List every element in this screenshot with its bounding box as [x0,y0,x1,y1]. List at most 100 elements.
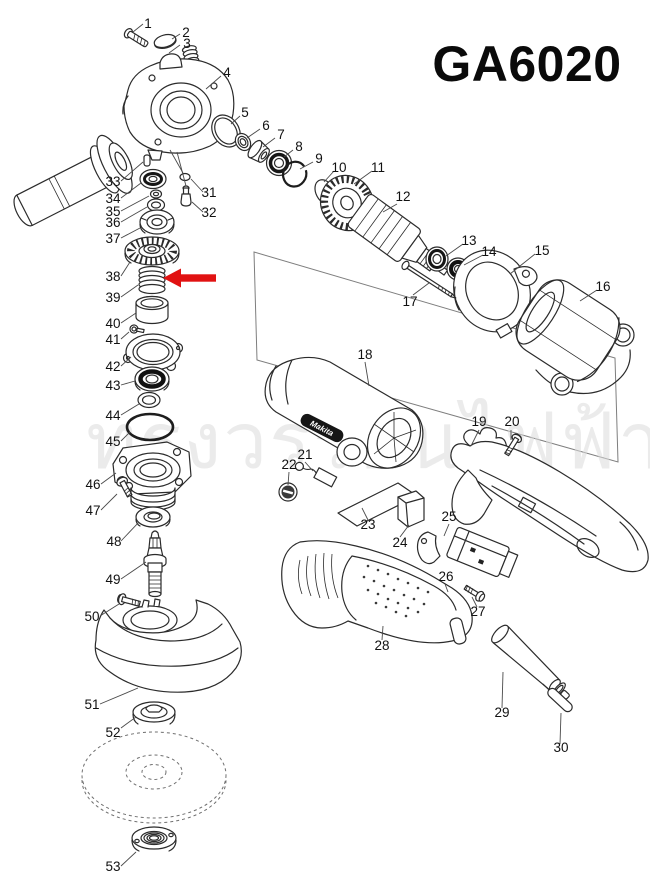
part-48-felt-ring [135,506,171,528]
part-33-pin [143,154,151,167]
part-21-carbon-brush [294,461,338,488]
part-16-field-stator [515,279,635,396]
callout-31: 31 [201,185,216,200]
part-30-power-cord [542,683,573,713]
callout-27: 27 [470,604,485,619]
callout-44: 44 [105,408,121,423]
callout-52: 52 [105,725,120,740]
part-15-baffle-plate [453,249,538,339]
part-46-bearing-box [112,441,192,511]
callout-18: 18 [357,347,372,362]
side-handle-grip [13,134,133,227]
part-52-inner-flange [132,701,176,725]
callout-13: 13 [461,233,476,248]
part-35-washer [149,189,163,199]
callout-29: 29 [494,705,509,720]
callout-2: 2 [182,25,190,40]
callout-22: 22 [281,457,296,472]
leader-lines [99,23,598,867]
callout-38: 38 [105,269,120,284]
model-title: GA6020 [432,36,621,92]
callout-23: 23 [360,517,375,532]
callout-11: 11 [371,160,385,175]
part-47-screw [116,475,133,498]
part-36-ring [146,198,166,212]
part-4-gear-housing [122,53,235,161]
callout-43: 43 [105,378,120,393]
part-28-handle-cover-lower [281,540,473,645]
callout-32: 32 [201,205,216,220]
part-44-flat-washer [137,391,161,409]
callout-25: 25 [441,509,456,524]
callout-3: 3 [183,36,191,51]
callout-46: 46 [85,477,100,492]
part-25-switch [416,526,519,578]
callout-41: 41 [105,332,120,347]
callout-51: 51 [84,697,99,712]
part-17-screw-long [401,260,457,299]
callout-19: 19 [471,414,486,429]
part-13-ball-bearing [425,246,449,272]
callout-45: 45 [105,434,120,449]
part-38-spiral-bevel-gear [124,236,180,266]
callout-26: 26 [438,569,453,584]
callout-53: 53 [105,859,120,874]
callout-15: 15 [534,243,549,258]
callout-14: 14 [481,244,497,259]
callout-1: 1 [144,16,152,31]
callout-12: 12 [395,189,410,204]
part-34-bearing [139,168,167,190]
part-27-screw [463,584,486,602]
callout-17: 17 [402,294,417,309]
callout-28: 28 [374,638,389,653]
callout-4: 4 [223,65,231,80]
callout-48: 48 [106,534,121,549]
callout-49: 49 [105,572,120,587]
callout-47: 47 [85,503,100,518]
callout-10: 10 [331,160,346,175]
callout-21: 21 [297,447,312,462]
callout-6: 6 [262,118,270,133]
callout-39: 39 [105,290,120,305]
part-29-cord-guard [491,624,570,700]
part-31-o-ring [179,172,191,182]
callout-30: 30 [553,740,568,755]
callout-36: 36 [105,215,120,230]
highlight-arrow-icon [163,268,216,288]
callout-20: 20 [504,414,519,429]
part-9-retaining-ring [282,160,308,188]
callout-33: 33 [105,174,120,189]
part-51-wheel-guard [94,598,242,693]
callout-5: 5 [241,105,249,120]
callout-40: 40 [105,316,120,331]
part-40-sleeve [135,295,169,325]
callout-8: 8 [295,139,303,154]
part-19-handle-cover-upper [450,427,649,573]
part-5-seal-ring [211,114,241,148]
callout-16: 16 [595,279,610,294]
part-18-motor-housing: Makita [264,356,424,469]
grinding-wheel-dashed [81,731,227,824]
part-24-box [397,490,425,528]
part-12-armature [347,193,449,276]
part-43-ball-bearing [134,366,170,392]
part-1-pan-head-screw [123,28,149,48]
callout-35: 35 [105,204,120,219]
callout-34: 34 [105,191,121,206]
grip-dots-texture [362,564,430,618]
part-37-clutch-cam [139,209,175,235]
part-2-cap [153,33,177,49]
part-41-screw-small [129,324,145,334]
callout-37: 37 [105,231,120,246]
part-50-screw [117,593,141,607]
callout-7: 7 [277,127,285,142]
part-20-tapping-screw [504,433,522,457]
callout-50: 50 [84,609,99,624]
part-45-o-ring [125,412,175,442]
part-53-lock-nut [131,826,177,852]
part-32-pin-valve [180,185,192,207]
part-42-bearing-cover [122,333,184,372]
callout-9: 9 [315,151,323,166]
part-49-spindle [143,530,167,598]
